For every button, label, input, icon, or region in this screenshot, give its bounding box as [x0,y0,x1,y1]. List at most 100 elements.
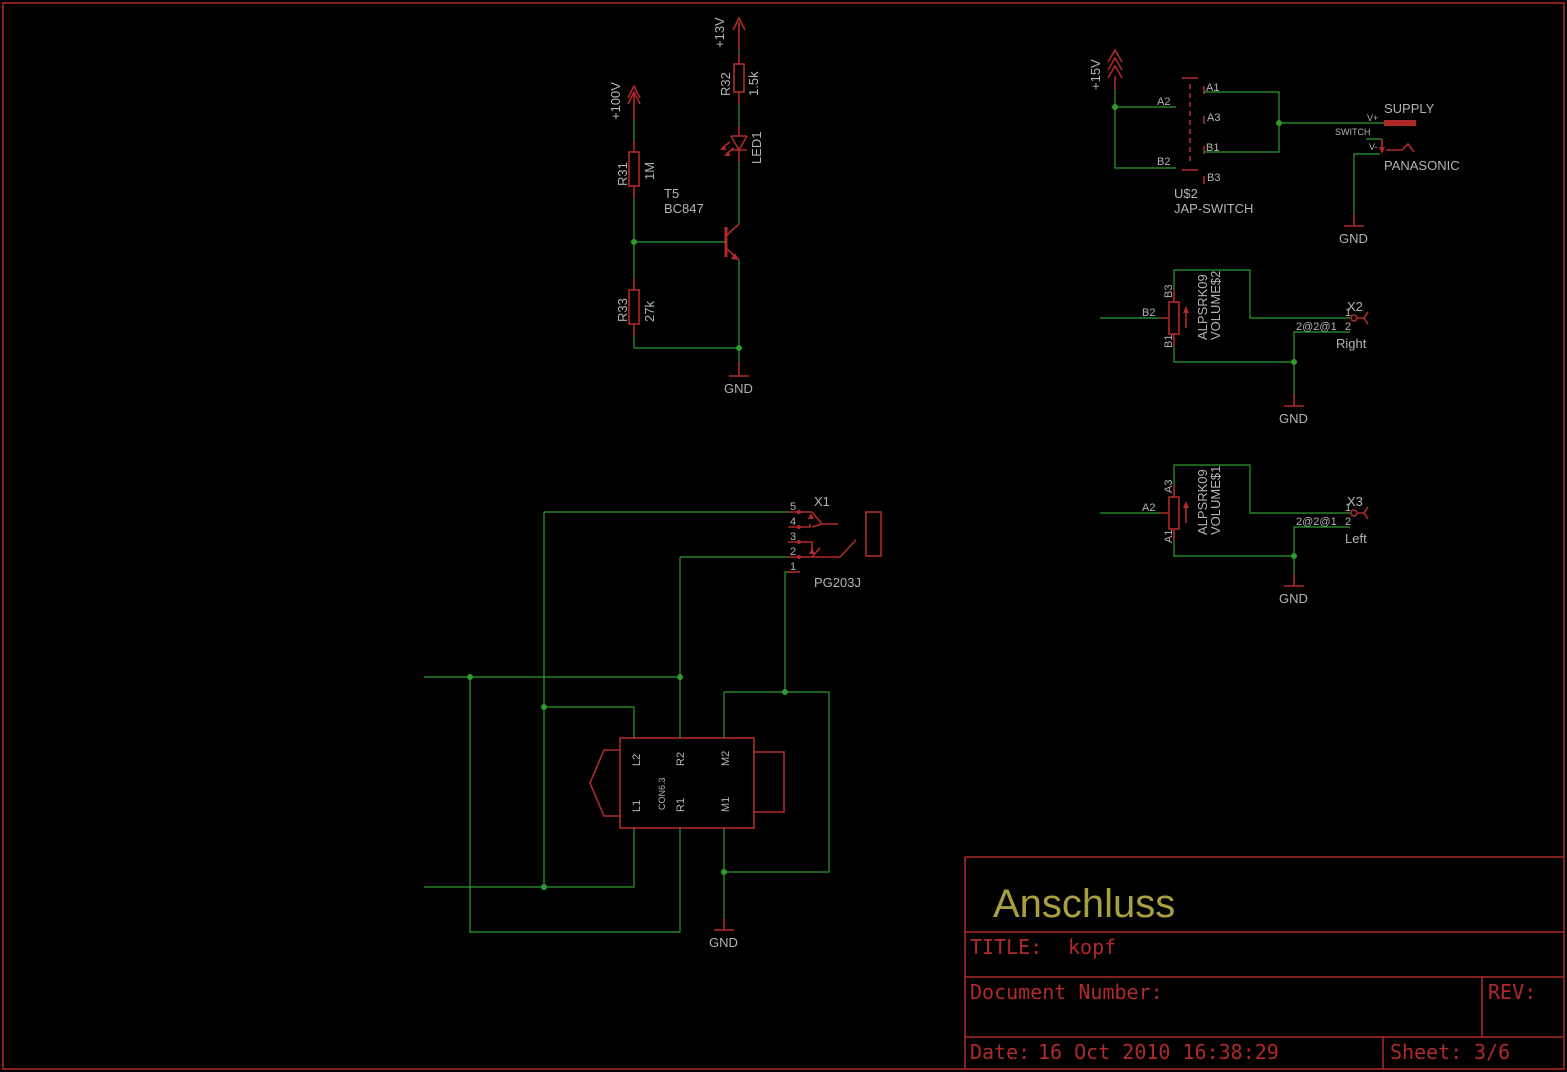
potentiometer-volume1[interactable]: A2 A3 A1 ALPSRK09 VOLUME$1 [1142,466,1223,543]
x3-pin1: 1 [1345,502,1351,514]
gnd-label-supply: GND [1339,231,1368,246]
transistor-t5[interactable]: T5 BC847 [664,186,740,261]
jack-x3[interactable]: X3 1 2 2@2@1 Left [1296,494,1369,546]
date-value: 16 Oct 2010 16:38:29 [1038,1040,1279,1064]
date-label: Date: [970,1040,1030,1064]
supply-plus-100v[interactable]: +100V [608,82,641,120]
vol1-value: ALPSRK09 [1195,469,1210,535]
ground-symbol-left[interactable]: GND [1279,574,1308,606]
r33-name: R33 [615,298,630,322]
supply-plus-15v[interactable]: +15V [1088,48,1123,90]
junction [541,884,547,890]
volume-right-nets [1100,269,1350,394]
r31-value: 1M [642,162,657,180]
potentiometer-volume2[interactable]: B2 B3 B1 ALPSRK09 VOLUME$2 [1142,271,1223,348]
sheet-label: Sheet: [1390,1040,1462,1064]
x1-name: X1 [814,494,830,509]
junction [1276,120,1282,126]
con-pin-r1: R1 [675,798,687,812]
supply-pin-vplus: V+ [1367,113,1378,123]
u2-pin-a1: A1 [1206,82,1219,94]
jack-x1-pg203j[interactable]: 5 4 3 2 1 X1 PG203J [788,494,882,590]
junction [541,704,547,710]
con-pin-r2: R2 [675,752,687,766]
u2-pin-a3: A3 [1207,112,1220,124]
vol1-pin-top: A3 [1163,480,1175,493]
title-block-heading: Anschluss [993,882,1175,926]
x2-pin2: 2 [1345,321,1351,333]
vol2-pin-bottom: B1 [1163,335,1175,348]
supply-label-13v: +13V [712,17,727,48]
switch-nets [1114,90,1384,214]
t5-value: BC847 [664,201,704,216]
junction [721,869,727,875]
ground-symbol-con[interactable]: GND [709,918,738,950]
ground-symbol-right[interactable]: GND [1279,394,1308,426]
x2-pinref: 2@2@1 [1296,321,1337,333]
r32-value: 1.5k [746,71,761,96]
volume-right-circuit: B2 B3 B1 ALPSRK09 VOLUME$2 X2 1 2 2@2@1 … [1100,269,1369,426]
vol1-name: VOLUME$1 [1208,466,1223,535]
x1-value: PG203J [814,575,861,590]
u2-name: U$2 [1174,186,1198,201]
x2-name: X2 [1347,299,1363,314]
led-led1[interactable]: LED1 [720,126,764,164]
junction [736,345,742,351]
resistor-r32[interactable]: R32 1.5k [718,54,761,104]
resistor-r33[interactable]: R33 27k [615,278,657,336]
document-number-label: Document Number: [970,980,1163,1004]
revision-label: REV: [1488,980,1536,1004]
switch-u2[interactable]: A1 A2 A3 B1 B2 B3 U$2 JAP-SWITCH [1157,77,1253,216]
u2-pin-a2: A2 [1157,96,1170,108]
x3-value: Left [1345,531,1367,546]
supply-label-100v: +100V [608,82,623,120]
vol2-pin-top: B3 [1163,285,1175,298]
con-pin-l2: L2 [631,754,643,766]
gnd-label-left: GND [1279,591,1308,606]
con-pin-m1: M1 [720,797,732,812]
r33-value: 27k [642,301,657,322]
u2-pin-b2: B2 [1157,156,1170,168]
vol2-value: ALPSRK09 [1195,274,1210,340]
ground-symbol-led[interactable]: GND [724,362,753,396]
gnd-label-right: GND [1279,411,1308,426]
supply-value: PANASONIC [1384,158,1460,173]
vol1-pin-bottom: A1 [1163,530,1175,543]
x3-pin2: 2 [1345,516,1351,528]
supply-name: SUPPLY [1384,101,1435,116]
connector-con63[interactable]: L2 R2 M2 L1 R1 M1 CON6.3 [589,737,785,829]
x2-value: Right [1336,336,1367,351]
u2-value: JAP-SWITCH [1174,201,1253,216]
resistor-r31[interactable]: R31 1M [615,140,657,198]
supply-connector[interactable]: SUPPLY V+ SWITCH V- PANASONIC [1335,101,1460,173]
title-label: TITLE: [970,935,1042,959]
volume-left-nets [1100,464,1350,574]
volume-left-circuit: A2 A3 A1 ALPSRK09 VOLUME$1 X3 1 2 2@2@1 … [1100,464,1369,606]
vol2-pin-wiper: B2 [1142,307,1155,319]
supply-pin-switch: SWITCH [1335,127,1371,137]
ground-symbol-supply[interactable]: GND [1339,214,1368,246]
x2-pin1: 1 [1345,307,1351,319]
supply-pin-vminus: V- [1369,142,1378,152]
title-block: Anschluss TITLE: kopf Document Number: R… [964,856,1564,1069]
jack-x2[interactable]: X2 1 2 2@2@1 Right [1296,299,1369,351]
title-value: kopf [1068,935,1116,959]
con-pin-m2: M2 [720,751,732,766]
x3-name: X3 [1347,494,1363,509]
led1-name: LED1 [749,131,764,164]
r31-name: R31 [615,162,630,186]
x1-pin-2: 2 [790,546,796,558]
gnd-label-led: GND [724,381,753,396]
x1-pin-5: 5 [790,501,796,513]
supply-plus-13v[interactable]: +13V [712,16,746,50]
junction [631,239,637,245]
vol2-name: VOLUME$2 [1208,271,1223,340]
junction [467,674,473,680]
jack-connector-nets [424,511,830,933]
con-pin-l1: L1 [631,800,643,812]
con-name: CON6.3 [657,777,667,810]
junction [1291,553,1297,559]
junction [1291,359,1297,365]
